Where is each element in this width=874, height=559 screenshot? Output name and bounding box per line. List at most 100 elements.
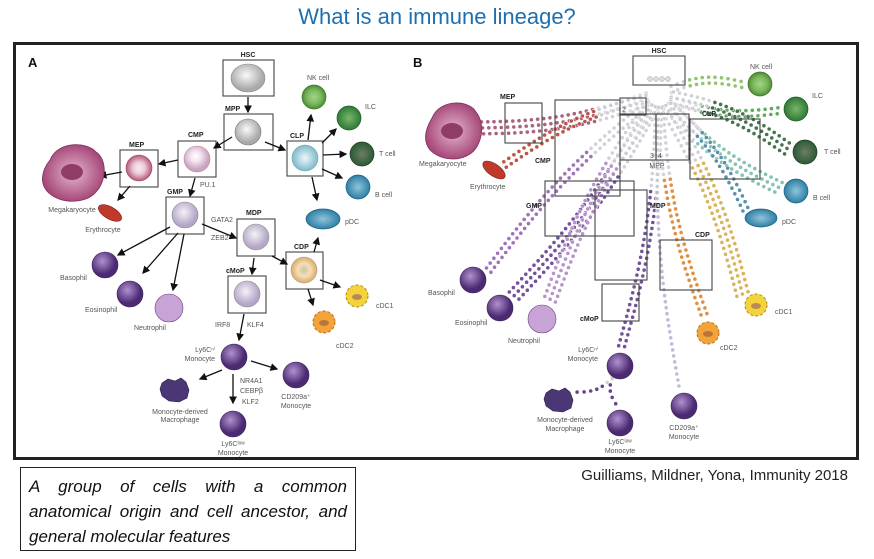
lineage-dot	[726, 243, 732, 249]
label-b: B cell	[375, 192, 393, 199]
lineage-dot	[551, 270, 556, 276]
label-b-mpp: MPP	[649, 163, 665, 170]
lineage-dot	[640, 273, 646, 279]
lineage-dot	[705, 185, 711, 191]
lineage-dot	[563, 270, 569, 276]
lineage-dot	[531, 262, 537, 268]
lineage-dot	[512, 130, 518, 136]
lineage-dot	[571, 124, 577, 129]
lineage-dot	[575, 242, 581, 248]
lineage-dot	[647, 195, 653, 200]
lineage-dot	[562, 171, 568, 177]
lineage-dot	[533, 202, 539, 208]
lineage-dot	[737, 202, 743, 208]
lineage-dot	[662, 128, 668, 134]
lineage-dot	[524, 287, 530, 293]
lineage-dot	[675, 137, 681, 143]
lineage-dot	[715, 107, 721, 113]
lineage-dot	[674, 96, 680, 101]
lineage-dot	[621, 143, 627, 148]
lineage-dot	[717, 214, 722, 220]
lineage-dot	[663, 140, 669, 146]
lineage-dot	[681, 260, 686, 266]
lineage-dot	[543, 127, 549, 133]
lineage-dot	[568, 118, 574, 124]
lineage-dot	[662, 134, 668, 140]
lineage-dot	[514, 226, 519, 232]
lineage-dot	[724, 217, 730, 223]
lineage-dot	[597, 145, 603, 151]
lineage-dot	[493, 131, 499, 136]
lineage-dot	[654, 177, 660, 183]
lineage-dot	[529, 207, 535, 213]
lineage-dot	[582, 211, 588, 217]
lineage-dot	[548, 121, 554, 127]
lineage-dot	[749, 107, 755, 113]
lineage-dot	[711, 183, 717, 189]
lineage-dot	[784, 145, 790, 151]
cell-ilc: ILC	[336, 104, 376, 131]
label-macrophage-2: Macrophage	[161, 417, 200, 424]
lineage-dot	[637, 130, 643, 136]
lineage-dot	[577, 222, 583, 228]
lineage-dot	[619, 135, 625, 140]
lineage-dot	[520, 292, 526, 297]
label-b-ly6chi-monocyte: Monocyte	[568, 356, 598, 363]
lineage-dot	[689, 93, 694, 99]
lineage-dot	[673, 365, 679, 371]
lineage-dot	[518, 230, 524, 236]
lineage-dot	[580, 203, 585, 209]
lineage-dot	[674, 212, 680, 218]
lineage-dot	[552, 248, 558, 253]
lineage-dot	[515, 280, 520, 286]
lineage-dot	[615, 153, 620, 159]
box-b-mpp2	[619, 97, 647, 116]
lineage-dot	[707, 204, 713, 210]
lineage-dot	[534, 144, 540, 150]
lineage-dot	[546, 282, 552, 288]
lineage-dot	[746, 128, 752, 133]
definition-box: A group of cells with a common anatomica…	[20, 467, 356, 551]
lineage-dot	[628, 296, 634, 302]
lineage-dot	[672, 119, 678, 125]
lineage-dot	[553, 256, 559, 262]
lineage-dot	[527, 267, 533, 273]
arrows-a	[98, 97, 348, 405]
lineage-dot	[545, 189, 551, 194]
lineage-dot	[649, 225, 655, 231]
lineage-dot	[655, 196, 660, 202]
lineage-dot	[704, 311, 710, 316]
lineage-dot	[501, 159, 507, 165]
lineage-dot	[690, 105, 696, 111]
lineage-dot	[558, 175, 563, 181]
lineage-dot	[608, 103, 614, 108]
cell-eosinophil: Eosinophil	[85, 280, 144, 314]
lineage-dot	[721, 146, 727, 152]
lineage-dot	[578, 110, 583, 115]
label-b-nk: NK cell	[750, 64, 773, 71]
lineage-dot	[694, 300, 700, 306]
lineage-dot	[516, 296, 522, 302]
box-cdp: CDP	[285, 244, 324, 290]
lineage-dot	[677, 90, 682, 96]
lineage-dot	[650, 164, 656, 170]
lineage-dot	[563, 226, 568, 231]
lineage-dot	[702, 109, 707, 114]
lineage-dot	[729, 106, 735, 112]
lineage-dot	[761, 137, 767, 143]
lineage-dot	[698, 293, 704, 299]
lineage-dot	[781, 136, 787, 142]
lineage-dot	[767, 140, 772, 146]
lineage-dot	[681, 241, 687, 247]
lineage-dot	[649, 171, 655, 176]
lineage-dot	[782, 151, 787, 157]
lineage-dot	[588, 154, 594, 159]
lineage-dot	[571, 111, 577, 117]
lineage-dot	[719, 220, 725, 225]
lineage-dot	[633, 135, 639, 141]
lineage-dot	[506, 236, 512, 241]
lineage-dot	[640, 133, 646, 138]
lineage-dot	[557, 288, 563, 293]
lineage-dot	[655, 202, 660, 208]
